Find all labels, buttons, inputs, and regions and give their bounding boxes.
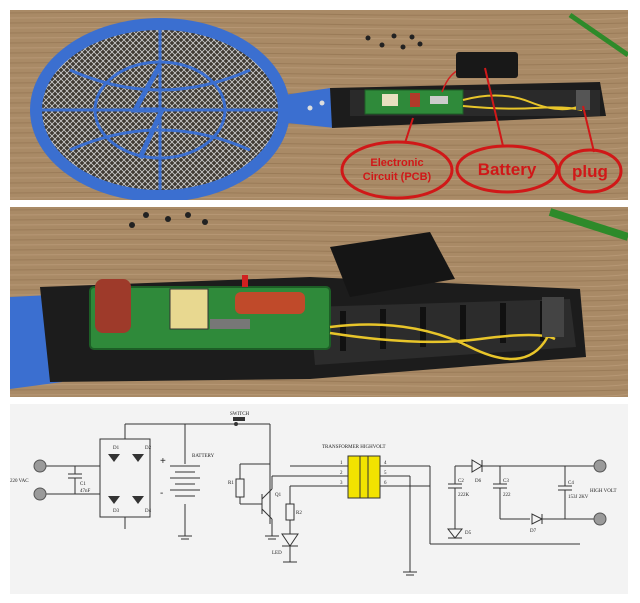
bridge-diodes (108, 454, 144, 504)
racket-overview-image: Electronic Circuit (PCB) Battery plug (10, 10, 628, 200)
yellow-wires (329, 323, 552, 361)
label-c3-value: 222 (503, 493, 511, 498)
handle-closeup-image (10, 207, 628, 397)
circuit-schematic: SWITCH BATTERY TRANSFORMER HIGHVOLT 220 … (10, 404, 628, 594)
label-c1-value: 47nF (80, 489, 91, 494)
label-switch: SWITCH (230, 412, 250, 417)
schematic-diagram: SWITCH BATTERY TRANSFORMER HIGHVOLT 220 … (10, 412, 617, 576)
transformer-symbol (347, 455, 381, 499)
label-pin4: 4 (384, 461, 387, 466)
callout-battery-ellipse (455, 144, 559, 194)
label-minus: - (160, 488, 163, 499)
label-pin2: 2 (340, 471, 343, 476)
screwdriver (548, 208, 628, 241)
label-c1: C1 (80, 482, 86, 487)
loose-screws (129, 212, 208, 228)
label-r2: R2 (296, 511, 302, 516)
callout-pcb-label-line2: Circuit (PCB) (363, 171, 432, 183)
plug-socket (576, 90, 590, 110)
loose-screws (365, 33, 423, 50)
callout-pointers (404, 67, 595, 153)
racket-neck (278, 88, 335, 128)
racket-inner-frame (42, 30, 278, 190)
label-c4-value: 153J 2KV (568, 495, 589, 500)
callout-pcb-ellipse (340, 140, 454, 200)
label-d2: D2 (145, 446, 152, 451)
yellow-wires (462, 94, 581, 111)
photo-racket-overview: Electronic Circuit (PCB) Battery plug (10, 10, 628, 200)
label-plus: + (160, 456, 166, 467)
label-led: LED (272, 551, 282, 556)
hv-capacitor (235, 292, 305, 314)
label-highvolt: HIGH VOLT (590, 489, 617, 494)
label-pin5: 5 (384, 471, 387, 476)
callout-plug-label: plug (572, 162, 608, 181)
label-d5: D5 (465, 531, 472, 536)
capacitor-red (95, 279, 131, 333)
schematic-wires (40, 423, 600, 576)
label-pin6: 6 (384, 481, 387, 486)
label-c2: C2 (458, 479, 464, 484)
label-d4: D4 (145, 509, 152, 514)
label-pin3: 3 (340, 481, 343, 486)
label-c2-value: 222K (458, 493, 470, 498)
switch-contact (234, 422, 238, 426)
callout-plug-ellipse (557, 148, 623, 194)
label-pin1: 1 (340, 461, 343, 466)
label-d6: D6 (475, 479, 482, 484)
photo-handle-closeup (10, 207, 628, 397)
label-transformer: TRANSFORMER HIGHVOLT (322, 445, 386, 450)
transformer (169, 288, 209, 330)
label-d3: D3 (113, 509, 120, 514)
label-c4: C4 (568, 481, 574, 486)
callout-battery-label: Battery (478, 160, 537, 179)
plug-socket (542, 297, 564, 337)
battery-pack (456, 52, 518, 78)
label-c3: C3 (503, 479, 509, 484)
label-vac: 220 VAC (10, 479, 29, 484)
label-d1: D1 (113, 446, 120, 451)
screwdriver (568, 12, 628, 58)
label-r1: R1 (228, 481, 234, 486)
label-d7: D7 (530, 529, 537, 534)
label-battery: BATTERY (192, 454, 215, 459)
battery-pack (330, 232, 455, 297)
label-q1: Q1 (275, 493, 282, 498)
callout-pcb-label-line1: Electronic (370, 157, 423, 169)
terminals (33, 459, 607, 526)
